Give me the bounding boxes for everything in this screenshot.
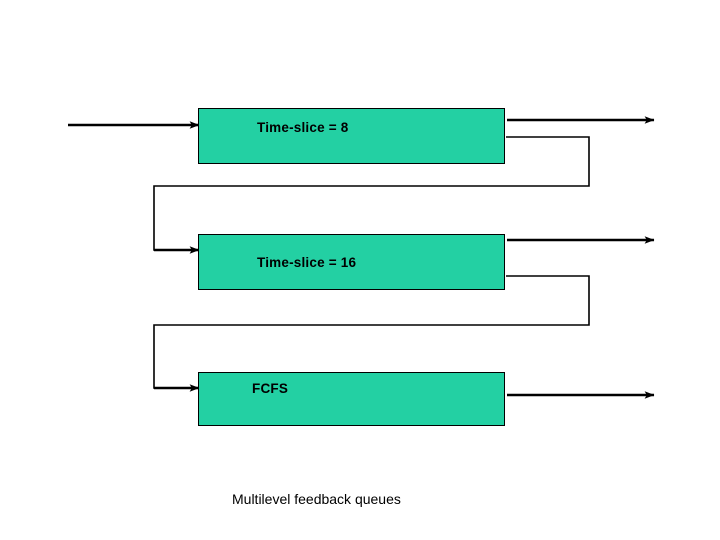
- queue-label-level-3: FCFS: [252, 381, 289, 396]
- queue-box-level-3[interactable]: [198, 372, 505, 426]
- diagram-caption: Multilevel feedback queues: [232, 491, 401, 507]
- queue-box-level-2[interactable]: [198, 234, 505, 290]
- queue-box-level-1[interactable]: [198, 108, 505, 164]
- queue-label-level-2: Time-slice = 16: [257, 255, 357, 270]
- queue-label-level-1: Time-slice = 8: [257, 120, 349, 135]
